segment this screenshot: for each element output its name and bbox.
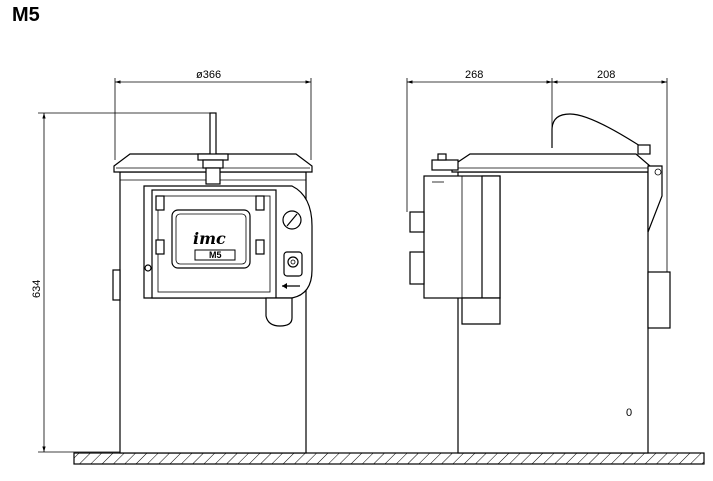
side-marker: 0 [626, 407, 632, 419]
depth-body-label: 268 [465, 69, 483, 81]
brand-logo: imc [193, 229, 226, 248]
diameter-label: ø366 [196, 69, 221, 81]
front-view [112, 112, 313, 454]
height-dimension [38, 112, 212, 453]
page-title: M5 [12, 4, 40, 26]
height-label: 634 [31, 280, 43, 298]
floor-line [73, 452, 705, 465]
side-view [409, 113, 671, 454]
depth-body-dimension [406, 78, 553, 212]
depth-handle-label: 208 [597, 69, 615, 81]
depth-handle-dimension [552, 78, 668, 272]
model-plate: M5 [209, 250, 222, 260]
diameter-dimension [114, 78, 312, 160]
